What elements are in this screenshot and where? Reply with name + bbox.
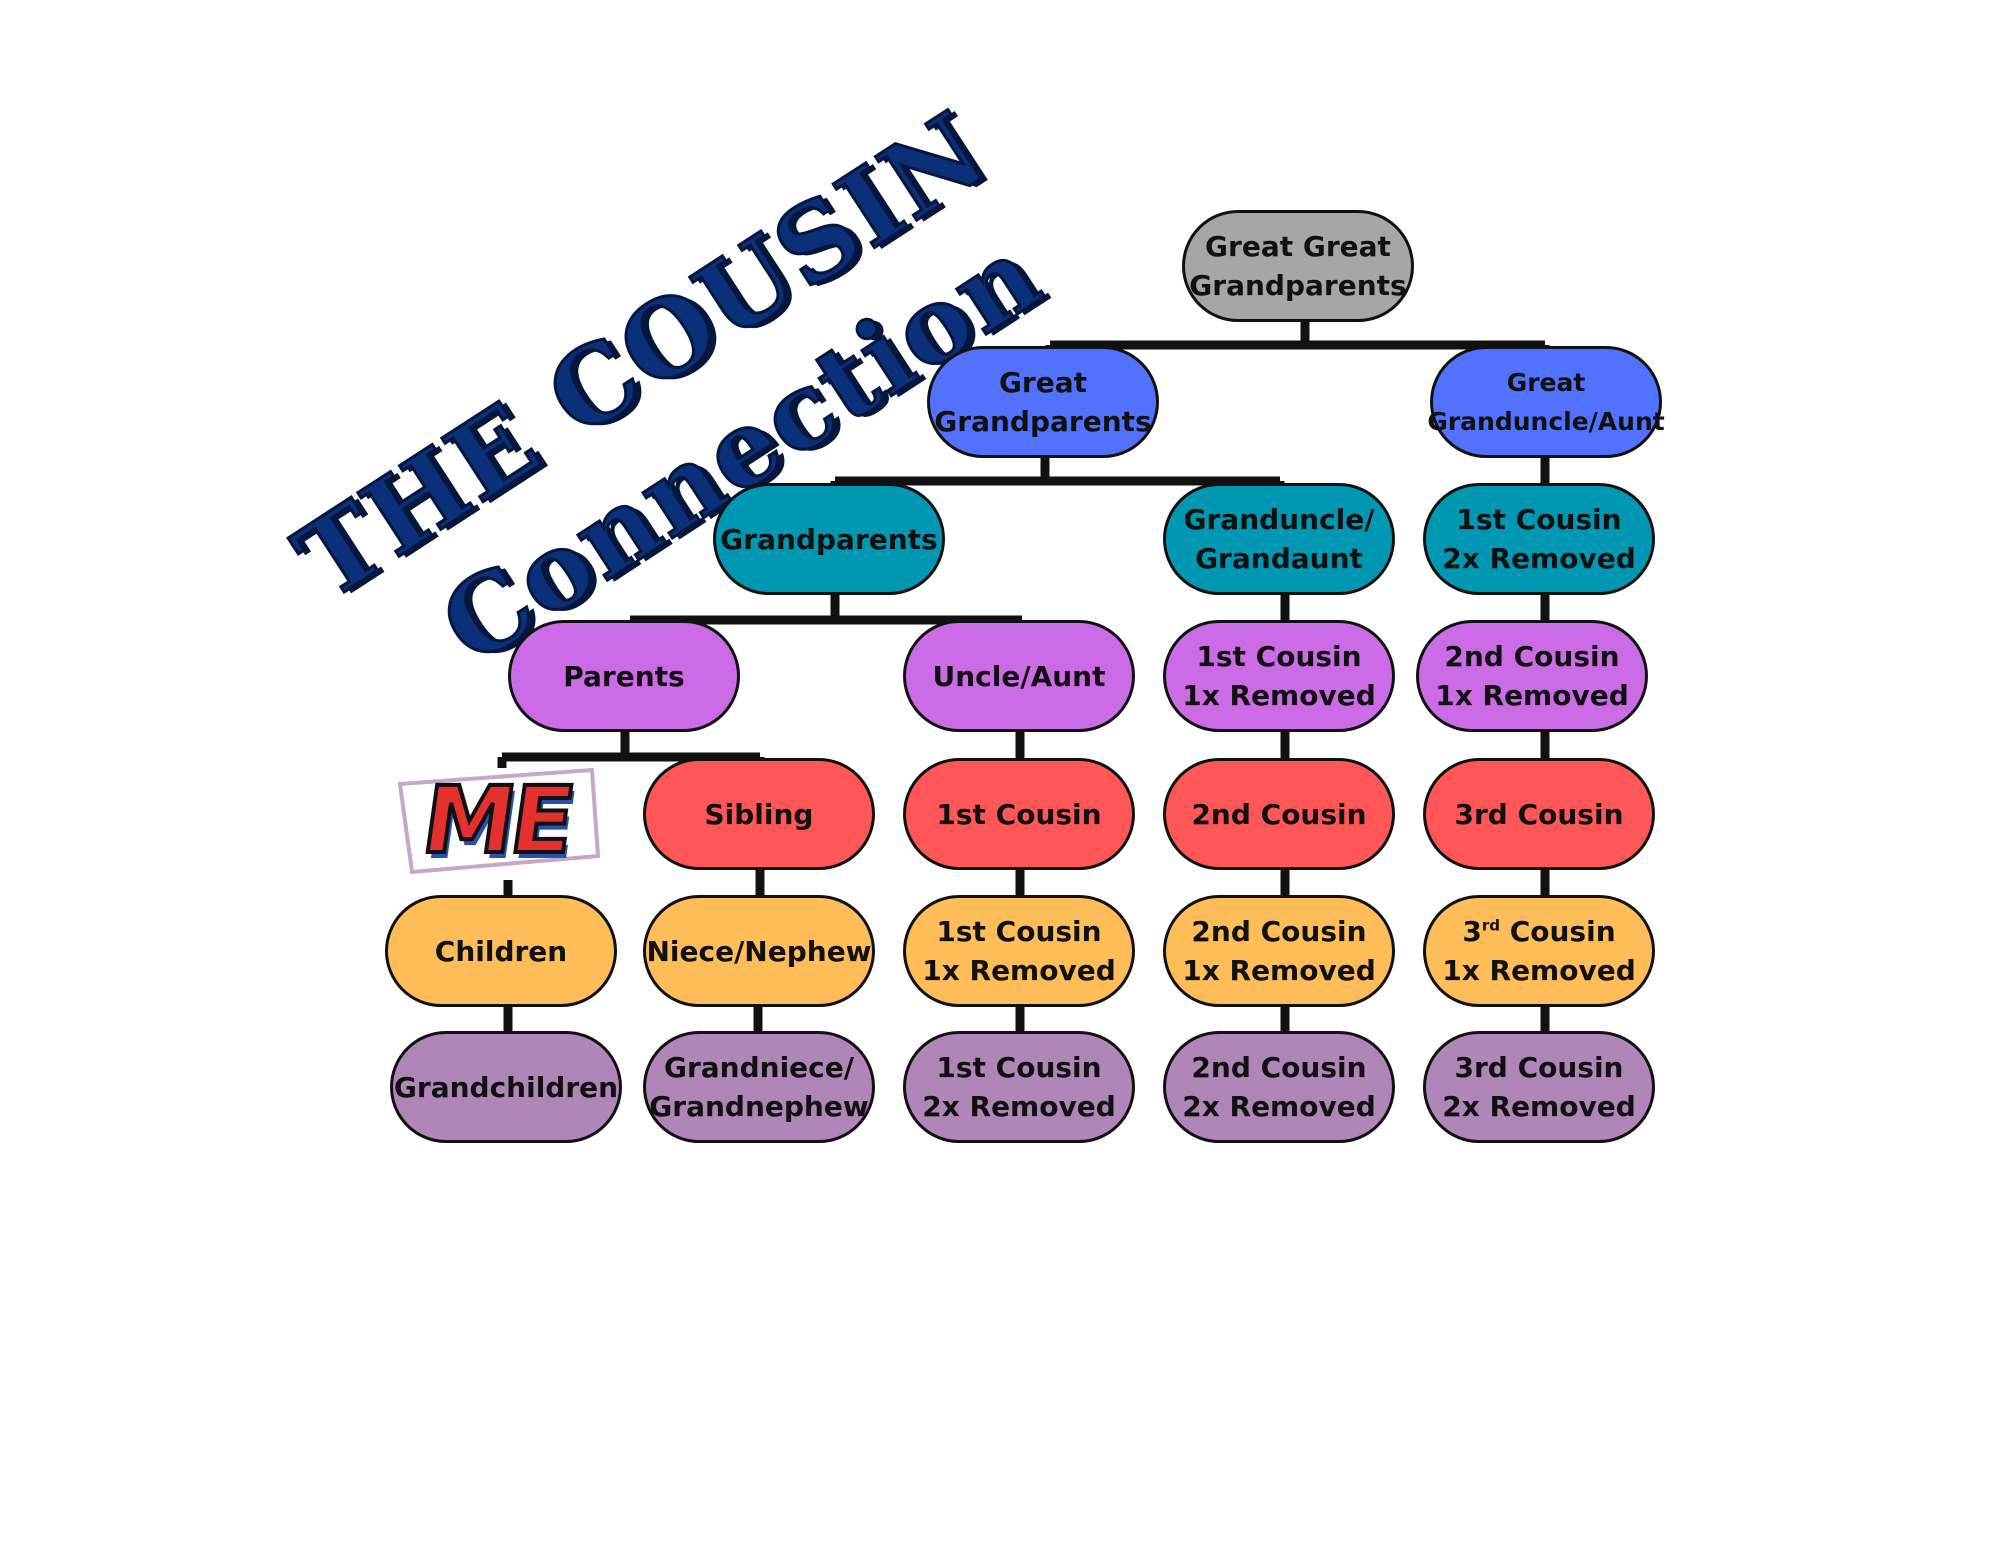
- node-third-cousin-1x-removed: 3rd Cousin 1x Removed: [1423, 895, 1655, 1007]
- me-badge: ME: [392, 760, 602, 880]
- node-sibling: Sibling: [643, 758, 875, 870]
- me-text: ME: [414, 765, 579, 876]
- third-cousin-ordinal: 3: [1462, 915, 1482, 948]
- node-first-cousin: 1st Cousin: [903, 758, 1135, 870]
- node-first-cousin-2x-removed: 1st Cousin 2x Removed: [903, 1031, 1135, 1143]
- node-grandchildren: Grandchildren: [390, 1031, 622, 1143]
- node-granduncle-grandaunt: Granduncle/ Grandaunt: [1163, 483, 1395, 595]
- node-second-cousin-2x-removed: 2nd Cousin 2x Removed: [1163, 1031, 1395, 1143]
- third-cousin-rest: Cousin 1x Removed: [1442, 915, 1636, 987]
- node-second-cousin-1x-removed-upper: 2nd Cousin 1x Removed: [1416, 620, 1648, 732]
- node-uncle-aunt: Uncle/Aunt: [903, 620, 1135, 732]
- node-second-cousin: 2nd Cousin: [1163, 758, 1395, 870]
- node-great-great-grandparents: Great Great Grandparents: [1182, 210, 1414, 322]
- node-great-granduncle-aunt: Great Granduncle/Aunt: [1427, 346, 1665, 458]
- node-first-cousin-1x-removed-upper: 1st Cousin 1x Removed: [1163, 620, 1395, 732]
- node-first-cousin-1x-removed: 1st Cousin 1x Removed: [903, 895, 1135, 1007]
- node-third-cousin: 3rd Cousin: [1423, 758, 1655, 870]
- third-cousin-ordinal-suffix: rd: [1481, 916, 1500, 935]
- node-grandparents: Grandparents: [713, 483, 945, 595]
- node-third-cousin-2x-removed: 3rd Cousin 2x Removed: [1423, 1031, 1655, 1143]
- node-niece-nephew: Niece/Nephew: [643, 895, 875, 1007]
- node-great-grandparents: Great Grandparents: [927, 346, 1159, 458]
- node-grandniece-grandnephew: Grandniece/ Grandnephew: [643, 1031, 875, 1143]
- node-parents: Parents: [508, 620, 740, 732]
- me-badge-outline: [397, 767, 601, 875]
- node-children: Children: [385, 895, 617, 1007]
- node-first-cousin-2x-removed-upper: 1st Cousin 2x Removed: [1423, 483, 1655, 595]
- node-second-cousin-1x-removed: 2nd Cousin 1x Removed: [1163, 895, 1395, 1007]
